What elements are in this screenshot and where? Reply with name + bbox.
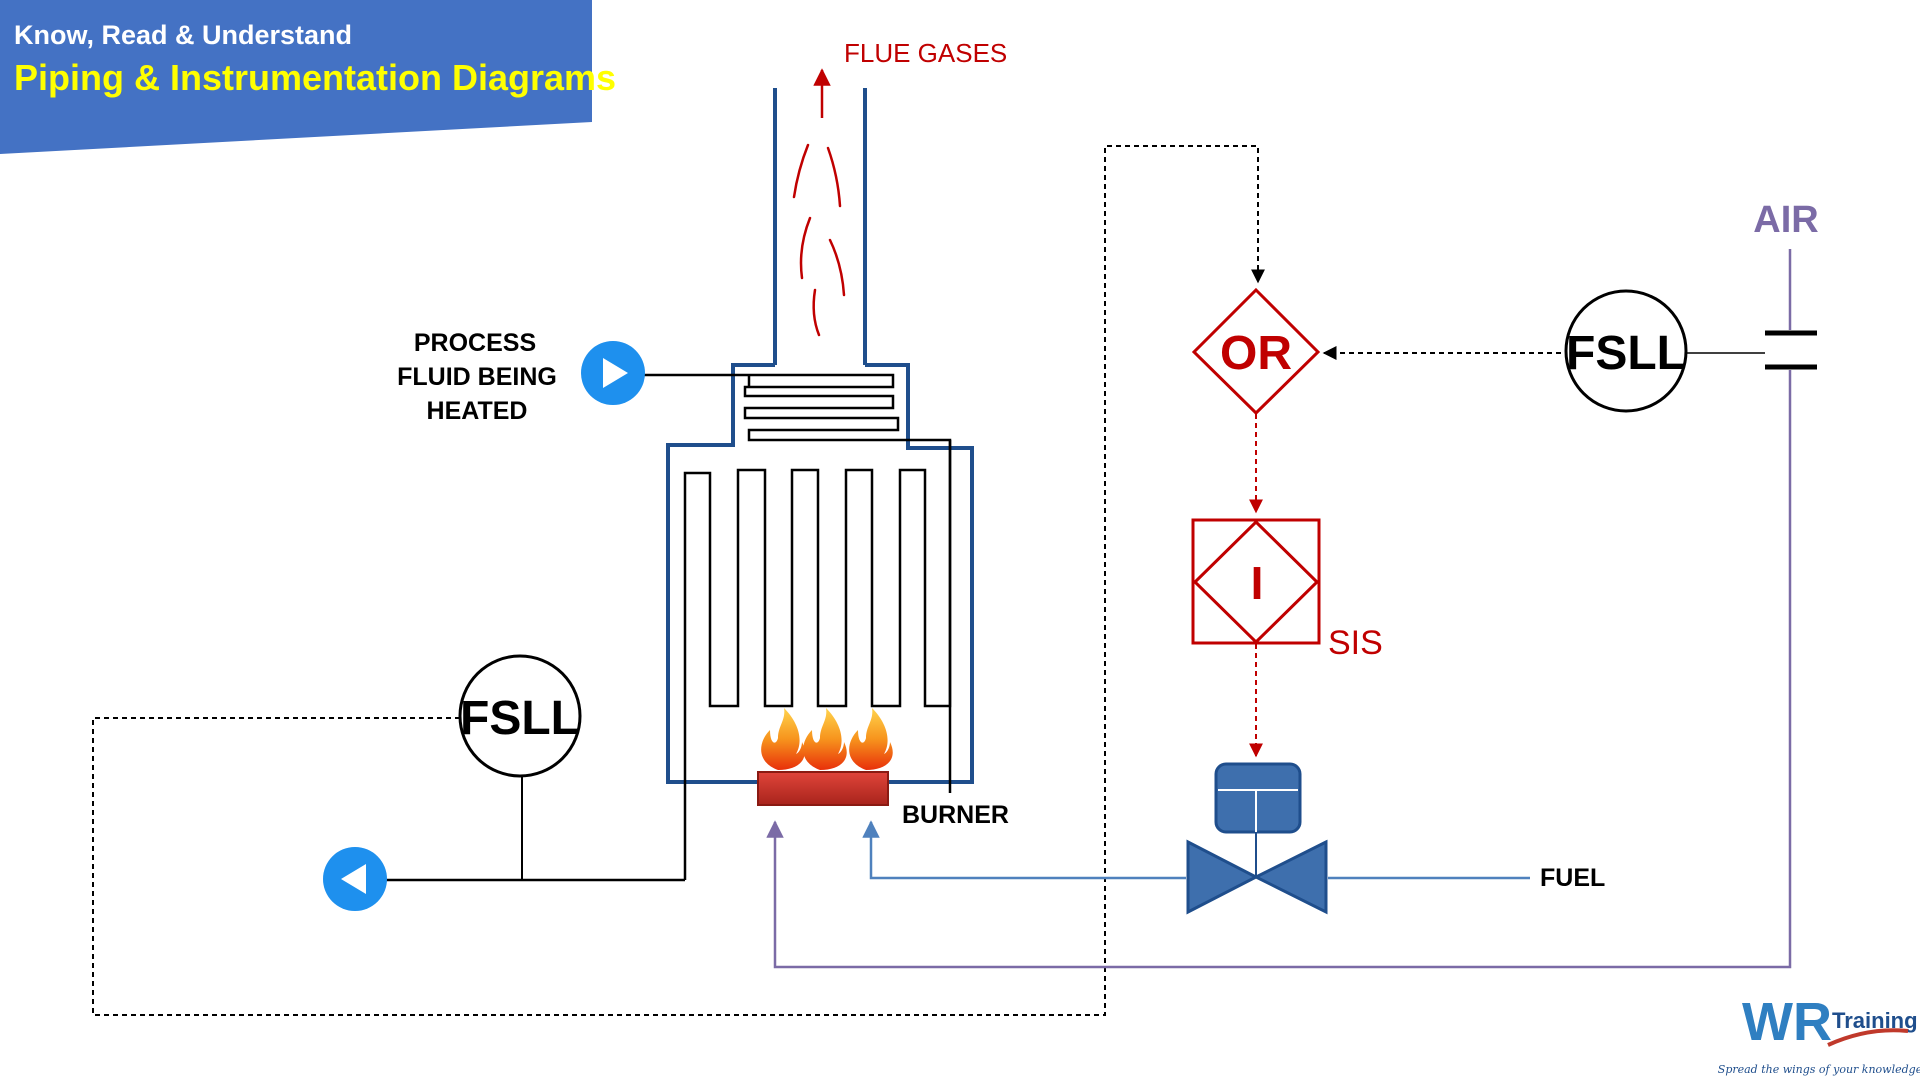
fsll-air-bubble	[1564, 289, 1688, 413]
air-label: AIR	[1753, 199, 1818, 241]
header-banner: Know, Read & Understand Piping & Instrum…	[0, 0, 616, 154]
process-fluid-label-line1: PROCESS	[414, 329, 536, 357]
fired-heater	[666, 88, 974, 784]
convection-coil	[646, 373, 952, 793]
valve-actuator	[1214, 762, 1302, 834]
fsll-air-label: FSLL	[1566, 327, 1686, 380]
flue-gas-flames	[792, 143, 846, 337]
wr-training-logo: WR Training Spread the wings of your kno…	[1718, 992, 1920, 1076]
flue-gases-label: FLUE GASES	[844, 38, 1007, 68]
play-right-icon	[603, 358, 628, 388]
flame-icon	[849, 708, 893, 770]
burner	[757, 771, 889, 806]
or-logic-label: OR	[1220, 327, 1292, 380]
process-fluid-label-line3: HEATED	[427, 397, 528, 425]
flame-icon	[761, 708, 805, 770]
fuel-label: FUEL	[1540, 864, 1605, 892]
air-line-to-burner	[766, 370, 1792, 969]
process-fluid-label-line2: FLUID BEING	[397, 363, 557, 391]
header-title: Piping & Instrumentation Diagrams	[14, 57, 616, 98]
shutdown-valve	[1186, 762, 1328, 915]
burner-flames	[761, 708, 893, 770]
play-left-icon	[341, 864, 366, 894]
signal-fsll-outlet-to-or	[92, 145, 1265, 1016]
burner-label: BURNER	[902, 801, 1009, 829]
sis-label: SIS	[1328, 624, 1383, 662]
fsll-outlet-bubble	[458, 654, 582, 778]
header-background	[0, 0, 592, 154]
or-logic-diamond	[1191, 287, 1321, 416]
logo-swoosh	[1827, 1028, 1909, 1047]
header-subtitle: Know, Read & Understand	[14, 20, 352, 50]
radiant-coil	[683, 440, 952, 880]
flame-icon	[803, 708, 847, 770]
logo-tagline: Spread the wings of your knowledge	[1718, 1063, 1920, 1076]
valve-body	[1186, 839, 1260, 915]
interlock-label: I	[1251, 557, 1264, 609]
fuel-line-to-burner	[862, 820, 1186, 880]
valve-body	[1252, 839, 1328, 915]
convection-section	[666, 363, 974, 784]
interlock-diamond	[1192, 519, 1320, 645]
fsll-outlet-label: FSLL	[460, 692, 580, 745]
logo-mark: WR	[1742, 992, 1832, 1052]
